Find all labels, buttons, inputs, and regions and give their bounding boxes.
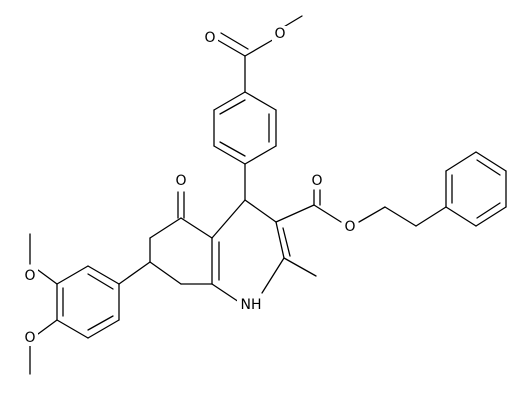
bond — [275, 221, 285, 259]
bond — [87, 273, 114, 290]
bond — [87, 265, 120, 285]
bond — [384, 206, 417, 227]
oxygen-atom-ester1-ether: O — [274, 26, 285, 42]
label-bg — [173, 173, 189, 189]
bond — [87, 319, 120, 339]
nitrogen-atom-nh: NH — [241, 297, 262, 313]
bond — [244, 91, 277, 111]
bond — [475, 206, 507, 227]
oxygen-atom-ester1-carbonyl: O — [204, 30, 215, 46]
bond — [476, 159, 501, 176]
bond — [475, 151, 507, 172]
bond — [211, 199, 246, 239]
bond — [149, 217, 182, 239]
bond — [358, 206, 386, 223]
bond — [313, 204, 342, 223]
bond — [56, 265, 89, 285]
bond — [283, 257, 317, 277]
bond — [56, 319, 89, 339]
bond — [213, 37, 246, 57]
bond — [213, 145, 246, 165]
bond — [415, 206, 447, 227]
bond — [476, 202, 501, 219]
label-bg — [202, 30, 218, 46]
bond — [261, 257, 285, 294]
label-bg — [342, 219, 358, 235]
bond — [244, 145, 277, 165]
bond — [180, 217, 213, 239]
label-bg — [309, 173, 325, 189]
label-bg — [272, 26, 288, 42]
bond — [244, 37, 277, 57]
oxygen-atom-ketone: O — [175, 173, 186, 189]
bond — [87, 315, 114, 331]
bond — [37, 269, 58, 285]
oxygen-atom-methoxy-upper: O — [24, 268, 35, 284]
bond — [211, 283, 240, 303]
bond — [149, 261, 182, 285]
bond — [275, 204, 315, 223]
label-bg — [22, 330, 38, 346]
bond — [244, 199, 277, 223]
label-bg — [22, 268, 38, 284]
bond — [220, 32, 249, 50]
label-bg — [237, 296, 265, 314]
bond — [37, 319, 58, 335]
bond-lines — [29, 15, 507, 375]
oxygen-atom-ester2-ether: O — [344, 219, 355, 235]
bond — [219, 99, 246, 115]
bond — [445, 151, 477, 172]
bond — [219, 141, 246, 157]
oxygen-atom-ester2-carbonyl: O — [311, 173, 322, 189]
atom-labels: O O O O O NH O O — [22, 26, 358, 346]
bond — [118, 261, 151, 285]
oxygen-atom-methoxy-lower: O — [24, 330, 35, 346]
bond — [445, 206, 477, 227]
bond — [213, 91, 246, 111]
bond — [282, 227, 291, 257]
